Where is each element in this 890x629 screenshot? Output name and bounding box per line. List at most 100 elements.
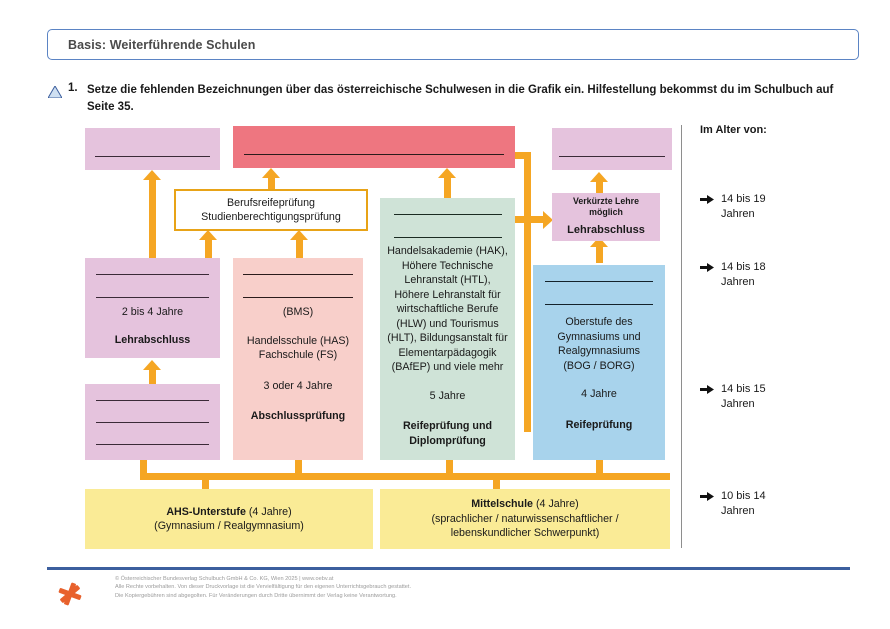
box-bms[interactable]: (BMS) Handelsschule (HAS) Fachschule (FS…	[233, 258, 363, 460]
verkuerzte-line2: möglich	[589, 207, 623, 218]
fill-in-line[interactable]	[243, 274, 353, 275]
fill-in-line[interactable]	[95, 155, 210, 157]
fill-in-line[interactable]	[95, 444, 210, 445]
ahsober-body-4: (BOG / BORG)	[563, 359, 635, 372]
ahsober-body-1: Oberstufe des	[565, 316, 633, 328]
fill-in-line[interactable]	[544, 281, 654, 282]
connector-bms-to-brp-head	[290, 230, 308, 240]
copyright-line-1: © Österreichischer Bundesverlag Schulbuc…	[115, 576, 334, 582]
age-column-heading: Im Alter von:	[700, 124, 767, 136]
ahsober-body-2: Gymnasiums und	[557, 330, 641, 343]
bms-school-1: Handelsschule (HAS)	[246, 334, 350, 347]
box-lehre-low-blank[interactable]	[85, 384, 220, 460]
connector-lehre-to-top-head	[143, 170, 161, 180]
bhs-exam-2: Diplomprüfung	[409, 434, 486, 447]
ahsober-duration: 4 Jahre	[581, 388, 617, 400]
bms-abbrev: (BMS)	[282, 306, 314, 318]
box-top-red-blank[interactable]	[233, 126, 515, 168]
ahsunter-title-rest: (4 Jahre)	[245, 505, 292, 518]
box-verkuerzte-lehre: Verkürzte Lehre möglich Lehrabschluss	[552, 193, 660, 241]
fill-in-line[interactable]	[243, 297, 353, 298]
box-ahs-oberstufe[interactable]: Oberstufe des Gymnasiums und Realgymnasi…	[533, 265, 665, 460]
task-number: 1.	[68, 82, 78, 94]
bms-school-2: Fachschule (FS)	[258, 349, 338, 361]
connector-right-riser-top-bar	[510, 152, 530, 159]
connector-stem-ms	[493, 473, 500, 495]
ahsober-exam: Reifeprüfung	[565, 418, 633, 431]
age-item-14-19: 14 bis 19 Jahren	[700, 192, 766, 222]
connector-bms-to-brp-shaft	[296, 238, 303, 258]
footer-rule	[47, 567, 850, 570]
age-item-10-14: 10 bis 14 Jahren	[700, 489, 766, 519]
age-line-2: Jahren	[721, 276, 755, 288]
connector-ahsober-to-verk-head	[590, 237, 608, 247]
berufsreife-line1: Berufsreifeprüfung	[227, 196, 315, 209]
fill-in-line[interactable]	[559, 155, 665, 157]
connector-bhs-to-red-shaft	[444, 176, 451, 198]
fill-in-line[interactable]	[244, 153, 504, 155]
connector-brp-to-red-shaft	[268, 176, 275, 190]
connector-ahsober-to-verk-shaft	[596, 245, 603, 263]
task-block: 1. Setze die fehlenden Bezeichnungen übe…	[47, 82, 838, 115]
ahsober-body-3: Realgymnasiums	[558, 345, 640, 357]
mittelschule-title-bold: Mittelschule	[471, 498, 533, 511]
box-mittelschule: Mittelschule (4 Jahre) (sprachlicher / n…	[380, 489, 670, 549]
connector-lehre-to-brp-head	[199, 230, 217, 240]
fill-in-line[interactable]	[95, 400, 210, 401]
mittelschule-title-rest: (4 Jahre)	[533, 498, 579, 511]
lehre-exam: Lehrabschluss	[114, 333, 191, 346]
connector-right-riser	[524, 152, 531, 432]
ahsunter-title-bold: AHS-Unterstufe	[166, 505, 246, 518]
age-item-14-15: 14 bis 15 Jahren	[700, 382, 766, 412]
box-lehre-mid[interactable]: 2 bis 4 Jahre Lehrabschluss	[85, 258, 220, 358]
mittelschule-sub-2: lebenskundlicher Schwerpunkt)	[450, 527, 600, 540]
connector-to-verkuerzte-bar	[510, 216, 544, 223]
connector-lehre-internal-head	[143, 360, 161, 370]
box-ahs-unterstufe: AHS-Unterstufe (4 Jahre) (Gymnasium / Re…	[85, 489, 373, 549]
bms-exam: Abschlussprüfung	[250, 410, 346, 422]
box-berufsreifepruefung: Berufsreifeprüfung Studienberechtigungsp…	[174, 189, 368, 231]
copyright-block: © Österreichischer Bundesverlag Schulbuc…	[115, 575, 411, 600]
connector-to-verkuerzte-head	[543, 211, 553, 229]
arrow-right-icon	[700, 194, 714, 205]
mittelschule-title: Mittelschule (4 Jahre)	[465, 497, 585, 512]
box-top-right-blank[interactable]	[552, 128, 672, 170]
box-top-left-blank[interactable]	[85, 128, 220, 170]
ahsunter-sub-1: (Gymnasium / Realgymnasium)	[154, 520, 304, 532]
arrow-right-icon	[700, 491, 714, 502]
age-line-2: Jahren	[721, 208, 755, 220]
fill-in-line[interactable]	[393, 237, 502, 238]
connector-up-bms-shaft	[295, 458, 302, 476]
connector-bhs-to-red-head	[438, 168, 456, 178]
task-text: Setze die fehlenden Bezeichnungen über d…	[87, 84, 834, 113]
mittelschule-sub-1: (sprachlicher / naturwissenschaftlicher …	[431, 512, 619, 525]
ahsunter-title: AHS-Unterstufe (4 Jahre)	[160, 505, 297, 520]
bhs-body: Handelsakademie (HAK), Höhere Technische…	[387, 245, 508, 373]
fill-in-line[interactable]	[393, 214, 502, 215]
bms-duration: 3 oder 4 Jahre	[263, 379, 333, 392]
box-bhs[interactable]: Handelsakademie (HAK), Höhere Technische…	[380, 198, 515, 460]
fill-in-line[interactable]	[95, 274, 210, 275]
fill-in-line[interactable]	[95, 297, 210, 298]
lehre-duration: 2 bis 4 Jahre	[121, 306, 184, 318]
age-line-2: Jahren	[721, 505, 755, 517]
age-item-14-18: 14 bis 18 Jahren	[700, 260, 766, 290]
connector-verk-to-top-head	[590, 172, 608, 182]
arrow-right-icon	[700, 384, 714, 395]
fill-in-line[interactable]	[95, 422, 210, 423]
age-line-1: 10 bis 14	[721, 490, 766, 502]
connector-bottom-trunk	[140, 473, 670, 480]
bhs-duration: 5 Jahre	[429, 389, 466, 402]
connector-lehre-to-top-shaft	[149, 178, 156, 258]
age-line-1: 14 bis 18	[721, 261, 766, 273]
basis-banner: Basis: Weiterführende Schulen	[47, 29, 859, 60]
connector-lehre-to-brp-shaft	[205, 238, 212, 258]
connector-stem-ahs	[202, 473, 209, 495]
connector-lehre-internal-shaft	[149, 368, 156, 384]
fill-in-line[interactable]	[544, 304, 654, 305]
arrow-right-icon	[700, 262, 714, 273]
bhs-exam-1: Reifeprüfung und	[402, 420, 493, 432]
verkuerzte-lehrabschluss: Lehrabschluss	[567, 224, 645, 237]
